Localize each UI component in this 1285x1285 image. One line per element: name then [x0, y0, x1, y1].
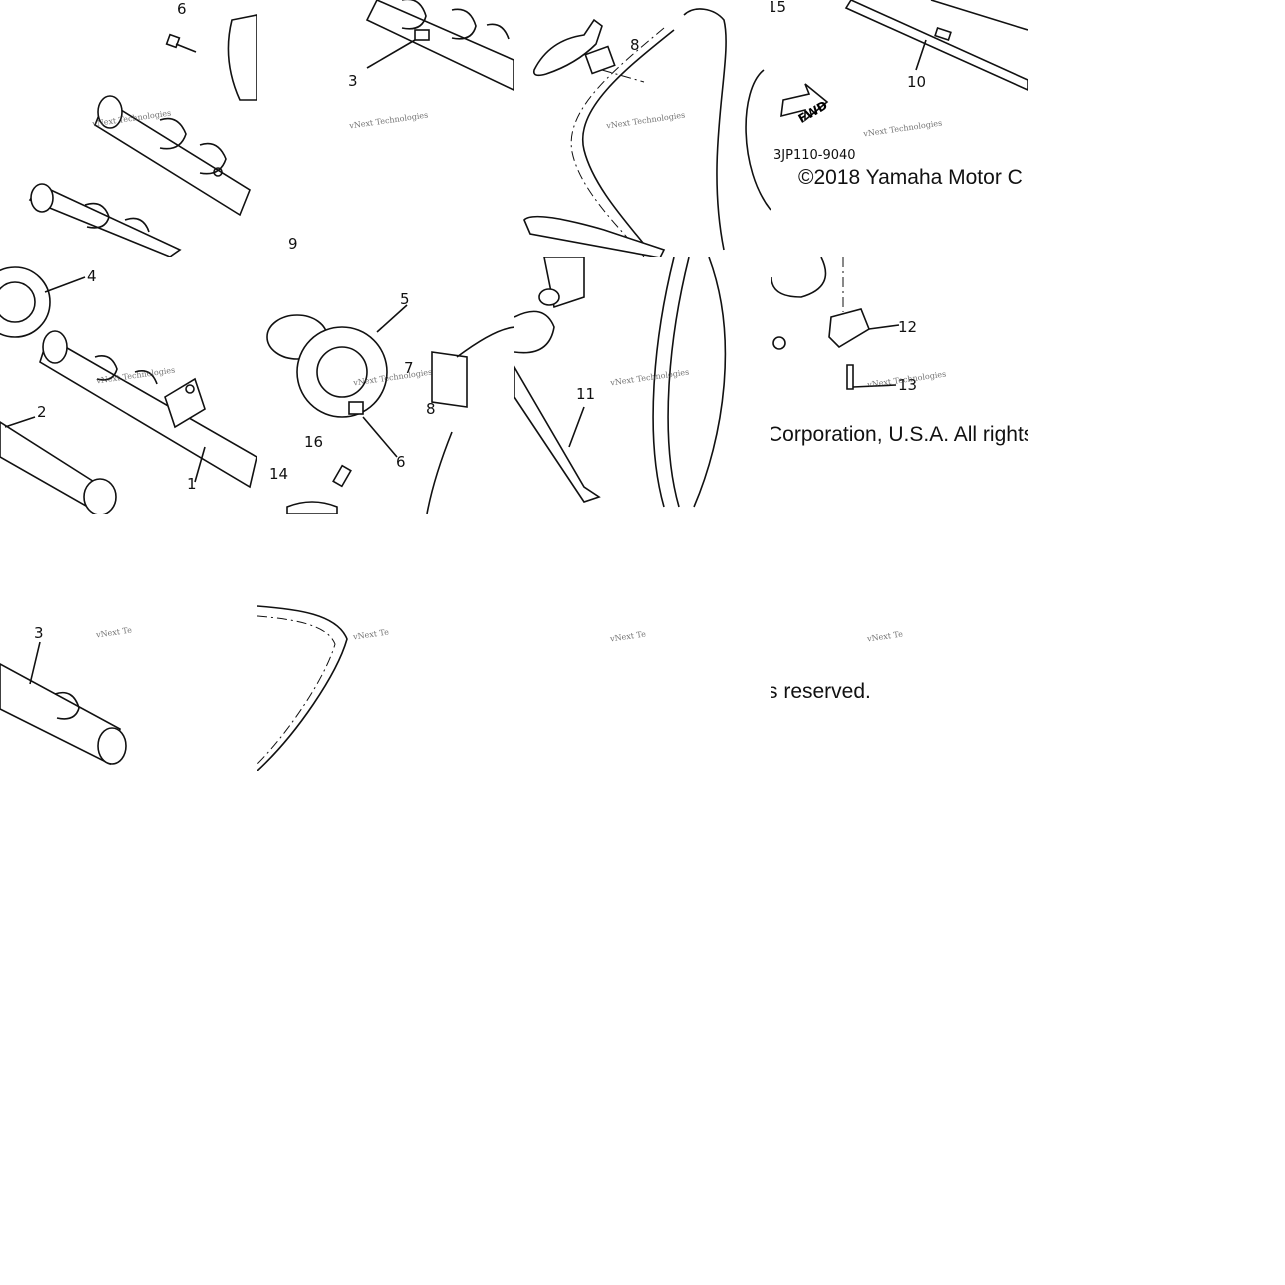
- diagram-tile-r2c1: 4 vNext Technologies 2 1: [0, 257, 257, 514]
- callout-8: 8: [630, 36, 640, 54]
- callout-6: 6: [396, 453, 406, 471]
- camshaft-drawing: [28, 14, 257, 257]
- diagram-tile-r1c3: 8 vNext Technologies: [514, 0, 771, 257]
- sprocket-camshaft-drawing: [0, 266, 257, 514]
- copyright-line-1: ©2018 Yamaha Motor C: [798, 166, 1023, 189]
- camshaft-end-drawing: [0, 641, 127, 766]
- callout-3: 3: [34, 624, 44, 642]
- callout-11: 11: [576, 385, 596, 403]
- callout-6: 6: [177, 0, 187, 18]
- diagram-tile-r3c3: vNext Te: [514, 514, 771, 771]
- diagram-tile-r2c4: 12 13 vNext Technologies Corporation, U.…: [771, 257, 1028, 514]
- watermark: vNext Te: [866, 629, 904, 644]
- tensioner-drawing: [514, 257, 727, 508]
- diagram-tile-r2c3: 11 vNext Technologies: [514, 257, 771, 514]
- sprocket-drawing: [266, 304, 514, 514]
- callout-5: 5: [400, 290, 410, 308]
- diagram-tile-r1c4: 15 10 FWD vNext Technologies 3JP110-9040…: [771, 0, 1028, 257]
- bracket-bolt-drawing: [771, 257, 900, 390]
- copyright-line-2: Corporation, U.S.A. All rights: [771, 423, 1028, 446]
- diagram-tile-r1c1: 6 vNext Technologies: [0, 0, 257, 257]
- copyright-line-3: s reserved.: [771, 680, 871, 703]
- chain-guide-drawing: [780, 0, 1028, 122]
- callout-8: 8: [426, 400, 436, 418]
- callout-1: 1: [187, 475, 197, 493]
- callout-9: 9: [288, 235, 298, 253]
- callout-10: 10: [907, 73, 927, 91]
- callout-13: 13: [898, 376, 918, 394]
- callout-15: 15: [771, 0, 787, 16]
- callout-14: 14: [269, 465, 289, 483]
- camshaft-drawing: [365, 0, 514, 91]
- diagram-tile-r3c4: vNext Te s reserved.: [771, 514, 1028, 771]
- callout-12: 12: [898, 318, 918, 336]
- diagram-tile-r1c2: 3 vNext Technologies 9: [257, 0, 514, 257]
- callout-16: 16: [304, 433, 324, 451]
- part-code: 3JP110-9040: [773, 148, 856, 163]
- watermark: vNext Te: [609, 629, 647, 644]
- callout-2: 2: [37, 403, 47, 421]
- diagram-tile-r3c2: vNext Te: [257, 514, 514, 771]
- chain-end-drawing: [257, 605, 348, 771]
- diagram-tile-r2c2: 5 7 vNext Technologies 8 16 6 14: [257, 257, 514, 514]
- callout-7: 7: [404, 359, 414, 377]
- callout-4: 4: [87, 267, 97, 285]
- callout-3: 3: [348, 72, 358, 90]
- chain-and-guide-drawing: [523, 8, 771, 257]
- diagram-tile-r3c1: 3 vNext Te: [0, 514, 257, 771]
